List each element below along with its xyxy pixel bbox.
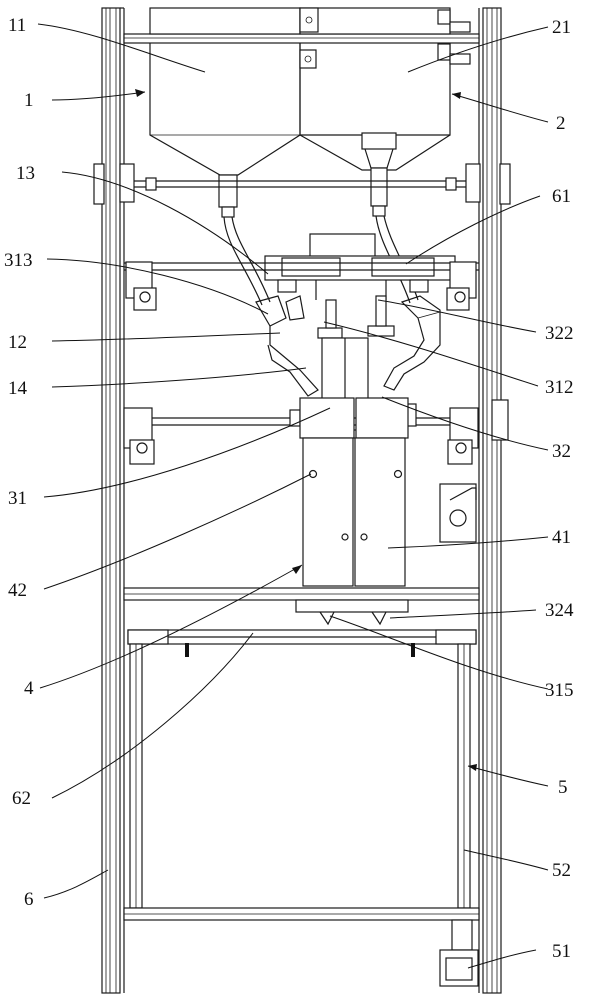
side-motor-bracket xyxy=(439,483,477,543)
label-324: 324 xyxy=(545,600,574,621)
label-32: 32 xyxy=(552,441,571,462)
leader-lines xyxy=(37,23,549,969)
label-2: 2 xyxy=(556,113,566,134)
label-5: 5 xyxy=(558,777,568,798)
label-312: 312 xyxy=(545,377,574,398)
label-52: 52 xyxy=(552,860,571,881)
label-315: 315 xyxy=(545,680,574,701)
label-322: 322 xyxy=(545,323,574,344)
label-31: 31 xyxy=(8,488,27,509)
left-frame-column xyxy=(101,7,125,994)
label-6: 6 xyxy=(24,889,34,910)
label-4: 4 xyxy=(24,678,34,699)
right-frame-column xyxy=(478,7,502,994)
label-13: 13 xyxy=(16,163,35,184)
upper-rod-assembly xyxy=(93,163,511,205)
label-51: 51 xyxy=(552,941,571,962)
label-12: 12 xyxy=(8,332,27,353)
label-62: 62 xyxy=(12,788,31,809)
arrowhead-1 xyxy=(135,89,145,97)
arrowhead-4 xyxy=(292,565,302,574)
label-1: 1 xyxy=(24,90,34,111)
label-11: 11 xyxy=(8,15,26,36)
nozzle-left xyxy=(255,295,319,397)
label-42: 42 xyxy=(8,580,27,601)
nozzle-right xyxy=(383,295,441,391)
arrowhead-2 xyxy=(452,92,461,99)
lower-cross-beam xyxy=(123,587,480,657)
label-61: 61 xyxy=(552,186,571,207)
label-21: 21 xyxy=(552,17,571,38)
mold-assembly xyxy=(299,397,409,587)
reference-labels: 11 21 1 2 13 61 313 322 12 312 14 32 31 … xyxy=(4,15,574,962)
middle-rod-assembly xyxy=(123,399,509,465)
top-cross-beam xyxy=(123,33,480,44)
label-41: 41 xyxy=(552,527,571,548)
label-14: 14 xyxy=(8,378,28,399)
hopper-right xyxy=(299,7,471,217)
arrowhead-5 xyxy=(468,764,477,771)
upper-slide-carriage xyxy=(124,233,479,311)
lifting-frame xyxy=(123,643,480,987)
label-313: 313 xyxy=(4,250,33,271)
